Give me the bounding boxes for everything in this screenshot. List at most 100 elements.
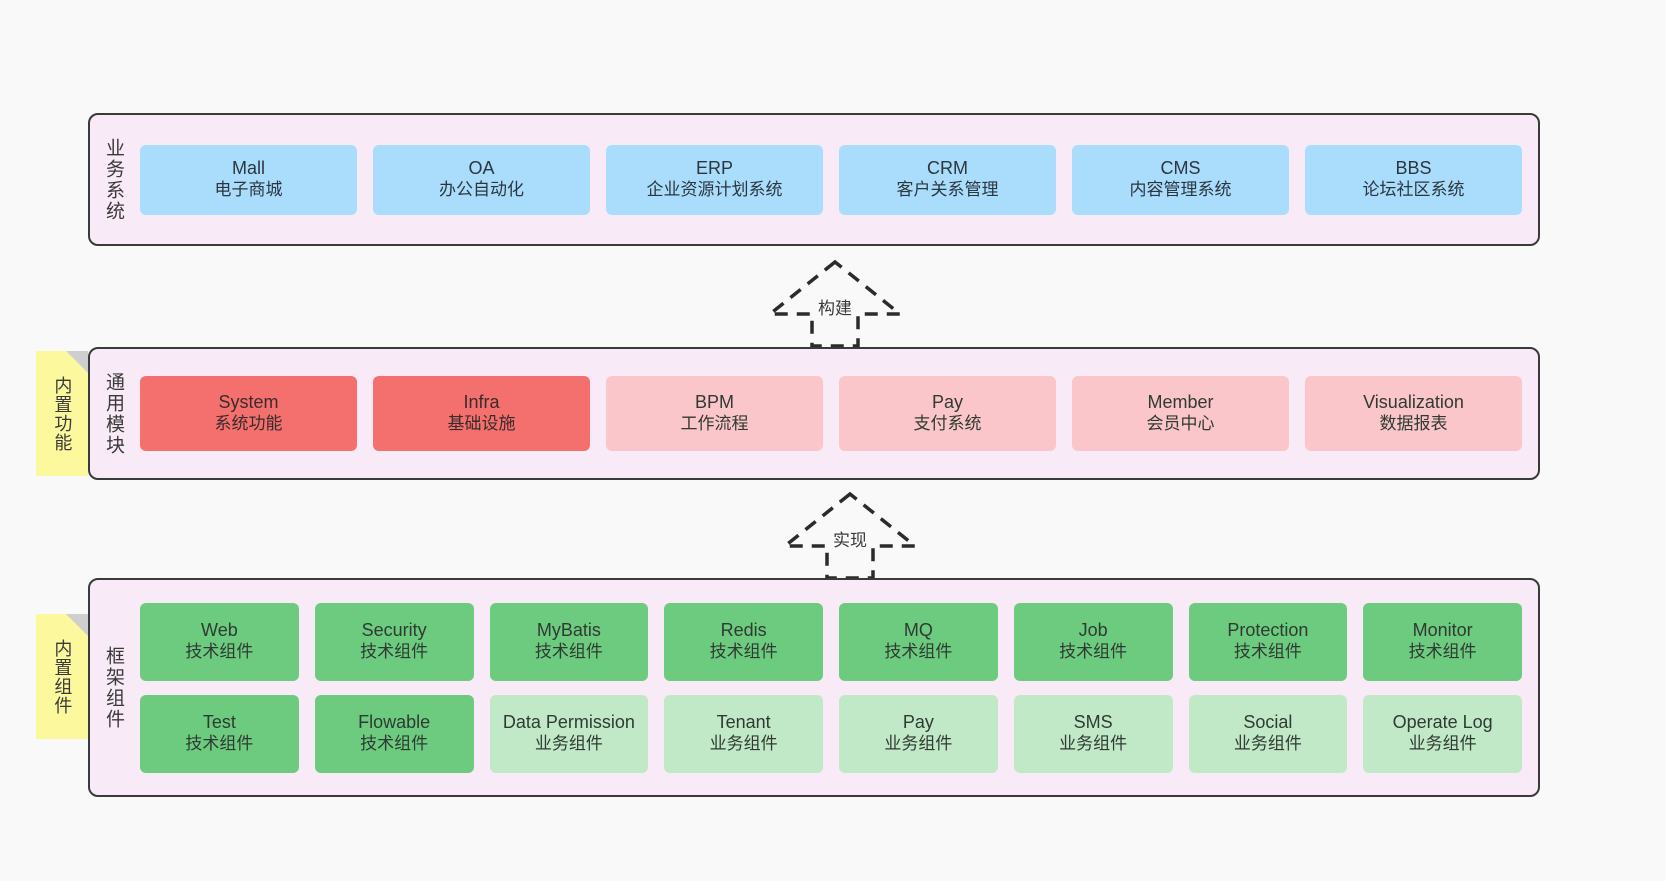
component-card-title: Security	[361, 620, 427, 641]
note-built-in-components-label: 内置组件	[52, 638, 73, 715]
component-card-title: Tenant	[716, 712, 771, 733]
component-card-subtitle: 业务组件	[1233, 734, 1302, 754]
note-built-in-components: 内置组件	[36, 614, 88, 739]
component-card-subtitle: 数据报表	[1379, 414, 1448, 434]
component-card-subtitle: 系统功能	[214, 414, 283, 434]
note-fold-corner-icon	[66, 351, 88, 373]
connector-build-label: 构建	[815, 294, 855, 319]
component-card-title: Protection	[1227, 620, 1309, 641]
component-card-subtitle: 电子商城	[214, 180, 283, 200]
component-card-title: MQ	[903, 620, 933, 641]
component-card-title: ERP	[695, 158, 733, 179]
layer-label-business-systems: 业务系统	[103, 137, 125, 222]
component-card-subtitle: 业务组件	[1059, 734, 1128, 754]
connector-implement-label: 实现	[830, 526, 870, 551]
component-card-subtitle: 技术组件	[1408, 642, 1477, 662]
component-card-title: Web	[201, 620, 238, 641]
component-card-title: Job	[1078, 620, 1108, 641]
component-card-subtitle: 工作流程	[680, 414, 749, 434]
component-card-title: Pay	[902, 712, 934, 733]
component-card-title: Redis	[720, 620, 767, 641]
layer-label-framework-components: 框架组件	[103, 645, 125, 730]
connector-build: 构建	[760, 258, 910, 350]
component-card-title: Visualization	[1363, 392, 1464, 413]
component-card-subtitle: 业务组件	[709, 734, 778, 754]
component-card-title: Infra	[463, 392, 500, 413]
component-card-title: BPM	[694, 392, 734, 413]
connector-implement: 实现	[775, 490, 925, 582]
component-card-subtitle: 技术组件	[1233, 642, 1302, 662]
component-card-title: SMS	[1073, 712, 1113, 733]
note-built-in-features-label: 内置功能	[52, 375, 73, 452]
component-card-subtitle: 技术组件	[185, 734, 254, 754]
component-card-title: CRM	[927, 158, 968, 179]
component-card-subtitle: 技术组件	[884, 642, 953, 662]
component-card-subtitle: 技术组件	[1059, 642, 1128, 662]
component-card-subtitle: 业务组件	[1408, 734, 1477, 754]
component-card-subtitle: 客户关系管理	[896, 180, 999, 200]
component-card-title: Monitor	[1412, 620, 1473, 641]
component-card-subtitle: 办公自动化	[439, 180, 524, 200]
component-card-title: OA	[468, 158, 495, 179]
note-built-in-features: 内置功能	[36, 351, 88, 476]
component-card-subtitle: 企业资源计划系统	[646, 180, 783, 200]
component-card-title: CMS	[1160, 158, 1201, 179]
component-card-title: MyBatis	[536, 620, 601, 641]
component-card-title: System	[218, 392, 279, 413]
note-fold-corner-icon	[66, 614, 88, 636]
component-card-title: Test	[202, 712, 236, 733]
component-card-subtitle: 技术组件	[709, 642, 778, 662]
component-card-title: Operate Log	[1392, 712, 1493, 733]
component-card-title: Flowable	[358, 712, 431, 733]
component-card-subtitle: 内容管理系统	[1129, 180, 1232, 200]
layer-label-common-modules: 通用模块	[103, 371, 125, 456]
component-card-subtitle: 业务组件	[534, 734, 603, 754]
component-card-title: Member	[1147, 392, 1214, 413]
component-card-title: Data Permission	[502, 712, 635, 733]
component-card-subtitle: 技术组件	[360, 734, 429, 754]
component-card-subtitle: 基础设施	[447, 414, 516, 434]
component-card-subtitle: 支付系统	[913, 414, 982, 434]
component-card-title: Mall	[231, 158, 265, 179]
component-card-subtitle: 论坛社区系统	[1362, 180, 1465, 200]
component-card-title: Social	[1243, 712, 1293, 733]
